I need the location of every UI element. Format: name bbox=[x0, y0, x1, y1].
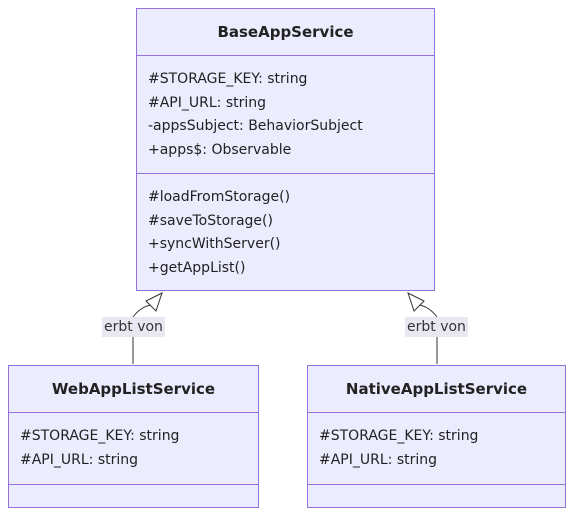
method: #saveToStorage() bbox=[148, 212, 273, 229]
class-title: BaseAppService bbox=[217, 23, 354, 41]
inheritance-arrowhead-native bbox=[407, 292, 425, 312]
method: #loadFromStorage() bbox=[148, 189, 291, 205]
edge-label-native: erbt von bbox=[405, 317, 468, 337]
method: +syncWithServer() bbox=[148, 236, 281, 253]
attributes-section: #STORAGE_KEY: string #API_URL: string bbox=[9, 412, 258, 484]
attribute: #API_URL: string bbox=[148, 94, 267, 111]
class-title: NativeAppListService bbox=[345, 380, 528, 398]
attribute: +apps$: Observable bbox=[148, 141, 292, 158]
class-web-app-list-service: WebAppListService #STORAGE_KEY: string #… bbox=[8, 365, 259, 508]
inheritance-arrowhead-web bbox=[145, 292, 163, 312]
attribute: #STORAGE_KEY: string bbox=[20, 428, 180, 444]
attribute: #API_URL: string bbox=[319, 451, 438, 468]
class-native-app-list-service: NativeAppListService #STORAGE_KEY: strin… bbox=[307, 365, 566, 508]
attribute: #STORAGE_KEY: string bbox=[148, 71, 308, 87]
method: +getAppList() bbox=[148, 259, 246, 276]
attribute: #STORAGE_KEY: string bbox=[319, 428, 479, 444]
attribute: #API_URL: string bbox=[20, 451, 139, 468]
class-base-app-service: BaseAppService #STORAGE_KEY: string #API… bbox=[136, 8, 435, 291]
attributes-section: #STORAGE_KEY: string #API_URL: string bbox=[308, 412, 565, 484]
methods-section bbox=[9, 484, 258, 507]
edge-label-web: erbt von bbox=[102, 317, 165, 337]
attribute: -appsSubject: BehaviorSubject bbox=[148, 118, 363, 135]
class-title: WebAppListService bbox=[51, 380, 216, 398]
attributes-section: #STORAGE_KEY: string #API_URL: string -a… bbox=[137, 55, 434, 173]
methods-section bbox=[308, 484, 565, 507]
methods-section: #loadFromStorage() #saveToStorage() +syn… bbox=[137, 173, 434, 290]
